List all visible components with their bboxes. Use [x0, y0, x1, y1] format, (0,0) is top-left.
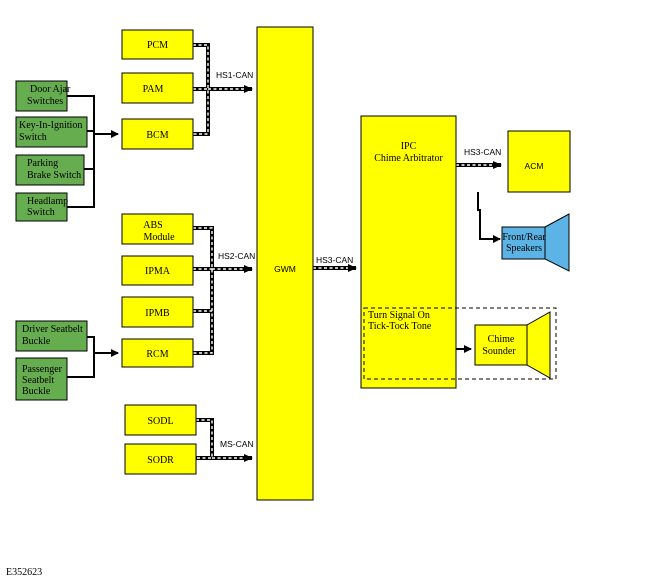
hs1-can-label: HS1-CAN: [216, 70, 253, 80]
driver-seatbelt-label-1: Driver Seatbelt: [22, 324, 83, 335]
sodr-label: SODR: [147, 455, 174, 466]
module-pcm: PCM: [121, 29, 194, 60]
acm-label: ACM: [525, 161, 544, 171]
abs-label-2: Module: [143, 232, 175, 243]
bcm-label: BCM: [146, 130, 168, 141]
module-abs: ABS Module: [121, 213, 194, 245]
parking-brake-label-2: Brake Switch: [27, 170, 81, 181]
chime-sounder-label-2: Sounder: [482, 346, 516, 357]
switch-key-in-ignition: Key-In-Ignition Switch: [15, 116, 88, 148]
turn-signal-label-2: Tick-Tock Tone: [368, 321, 432, 332]
ipmb-label: IPMB: [145, 308, 170, 319]
module-sodl: SODL: [124, 404, 197, 436]
speakers-label-1: Front/Rear: [502, 232, 546, 243]
ipma-label: IPMA: [145, 266, 171, 277]
can-bus-lines: [193, 43, 502, 462]
module-rcm: RCM: [121, 338, 194, 368]
switch-parking-brake: Parking Brake Switch: [15, 154, 85, 186]
hs3-can-gwm-label: HS3-CAN: [316, 255, 353, 265]
front-rear-speakers: Front/Rear Speakers: [501, 213, 570, 272]
parking-brake-label-1: Parking: [27, 158, 58, 169]
chime-sounder-label-1: Chime: [488, 334, 515, 345]
switch-door-ajar: Door Ajar Switches: [15, 80, 71, 112]
passenger-seatbelt-label-2: Seatbelt: [22, 375, 54, 386]
module-sodr: SODR: [124, 443, 197, 475]
turn-signal-label-1: Turn Signal On: [368, 310, 430, 321]
ipc-label-2: Chime Arbitrator: [374, 153, 443, 164]
door-ajar-label-2: Switches: [27, 96, 63, 107]
hs2-can-label: HS2-CAN: [218, 251, 255, 261]
abs-label-1: ABS: [143, 220, 162, 231]
hs3-can-acm-label: HS3-CAN: [464, 147, 501, 157]
sodl-label: SODL: [147, 416, 173, 427]
module-acm: ACM: [507, 130, 571, 193]
switch-headlamp: Headlamp Switch: [15, 192, 68, 222]
headlamp-label-1: Headlamp: [27, 196, 68, 207]
switch-driver-seatbelt: Driver Seatbelt Buckle: [15, 320, 88, 352]
passenger-seatbelt-label-3: Buckle: [22, 386, 51, 397]
module-bcm: BCM: [121, 118, 194, 150]
module-ipma: IPMA: [121, 255, 194, 286]
door-ajar-label-1: Door Ajar: [30, 84, 71, 95]
speakers-label-2: Speakers: [506, 243, 542, 254]
ipc-label-1: IPC: [401, 141, 417, 152]
module-pam: PAM: [121, 72, 194, 104]
pcm-label: PCM: [147, 40, 168, 51]
rcm-label: RCM: [146, 349, 168, 360]
switch-passenger-seatbelt: Passenger Seatbelt Buckle: [15, 357, 68, 401]
gwm-label: GWM: [274, 264, 296, 274]
chime-sounder: Chime Sounder: [474, 311, 551, 379]
passenger-seatbelt-label-1: Passenger: [22, 364, 63, 375]
module-ipmb: IPMB: [121, 296, 194, 328]
module-gwm: GWM: [256, 26, 314, 501]
module-ipc: IPC Chime Arbitrator: [360, 115, 457, 389]
ms-can-label: MS-CAN: [220, 439, 254, 449]
key-in-ignition-label-1: Key-In-Ignition: [19, 120, 82, 131]
pam-label: PAM: [143, 84, 164, 95]
turn-signal-region: [363, 307, 557, 380]
figure-id: E352623: [6, 567, 42, 578]
headlamp-label-2: Switch: [27, 207, 55, 218]
driver-seatbelt-label-2: Buckle: [22, 336, 51, 347]
key-in-ignition-label-2: Switch: [19, 132, 47, 143]
